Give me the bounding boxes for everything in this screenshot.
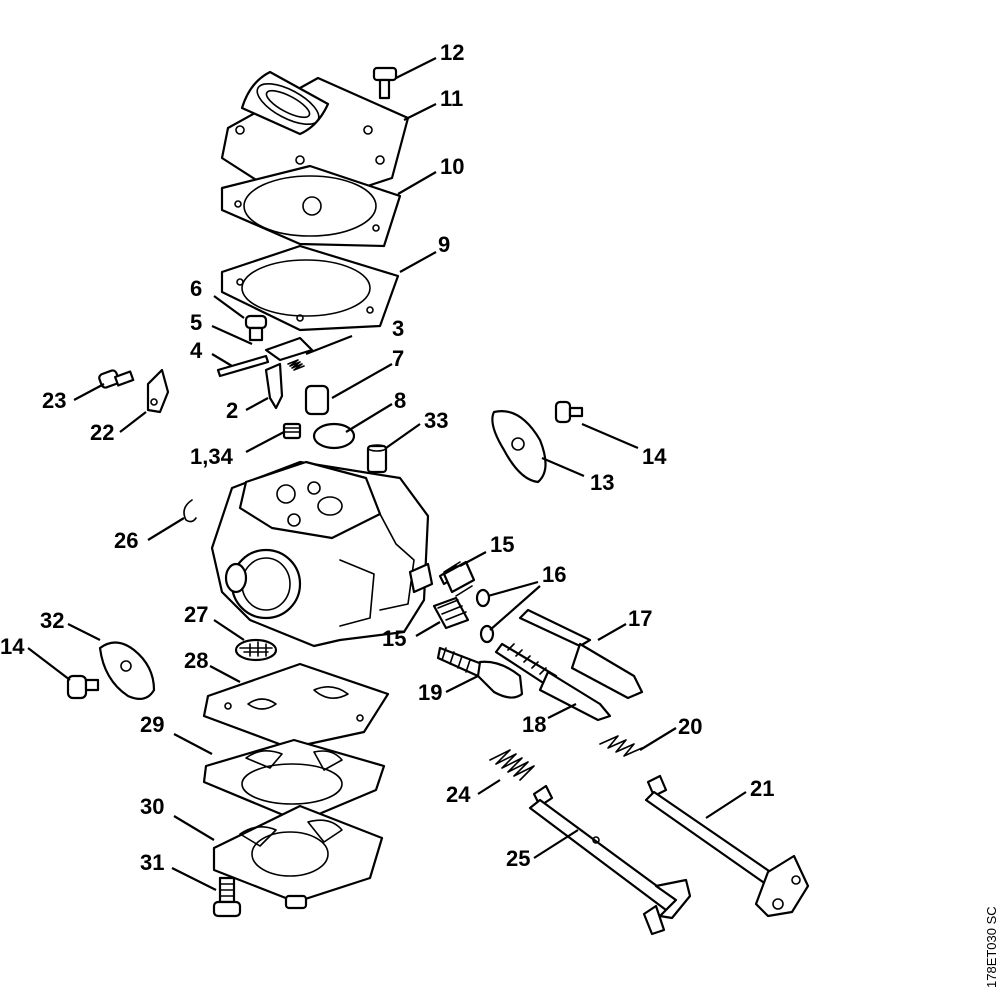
callout-21: 21 [750,776,774,801]
part-sleeve-33 [366,444,388,474]
callout-23: 23 [42,388,66,413]
callout-1-34: 1,34 [190,444,234,469]
callout-22: 22 [90,420,114,445]
part-throttle-shutter [491,410,547,484]
part-choke-shaft [528,784,692,936]
part-screw-31 [212,876,242,918]
callout-14-left: 14 [0,634,25,659]
callout-12: 12 [440,40,464,65]
part-inlet-needle [264,362,284,410]
drawing-reference-code: 178ET030 SC [984,906,999,988]
callout-5: 5 [190,310,202,335]
part-spring-15-upper [438,560,476,597]
part-spring-24 [489,749,535,781]
callout-25: 25 [506,846,530,871]
callout-9: 9 [438,232,450,257]
callout-26: 26 [114,528,138,553]
callout-31: 31 [140,850,164,875]
part-screw-14-left [66,674,100,700]
part-clip-26 [183,499,197,523]
callout-32: 32 [40,608,64,633]
callout-2: 2 [226,398,238,423]
part-choke-shutter [98,641,156,701]
callout-11: 11 [440,86,463,111]
callout-27: 27 [184,602,208,627]
callout-17: 17 [628,606,652,631]
callout-15-upper: 15 [490,532,514,557]
part-adjusting-screw-18 [494,642,612,722]
part-spindle [216,354,270,378]
part-strainer [234,638,278,662]
callout-20: 20 [678,714,702,739]
part-screw-12 [372,66,398,100]
callout-4: 4 [190,338,203,363]
callout-28: 28 [184,648,208,673]
part-throttle-shaft [644,774,810,918]
part-screw-6 [244,314,268,342]
callout-15-lower: 15 [382,626,406,651]
callout-24: 24 [446,782,471,807]
callout-18: 18 [522,712,546,737]
part-screw-14-right [554,400,584,424]
part-plug-7 [304,384,330,416]
callout-33: 33 [424,408,448,433]
part-metering-diaphragm [202,738,386,824]
callout-3: 3 [392,316,404,341]
callout-14-right: 14 [642,444,667,469]
part-inlet-control-lever [264,336,314,362]
leader-lines [27,57,747,891]
part-adjusting-screw-17 [518,608,644,700]
callout-6: 6 [190,276,202,301]
part-oring-16-upper [475,588,491,608]
part-pump-diaphragm [220,164,402,248]
part-spring-20 [599,735,643,757]
callout-29: 29 [140,712,164,737]
callout-19: 19 [418,680,442,705]
part-gasket-28 [202,662,390,750]
part-spring-7 [287,359,305,371]
part-screw-23 [98,369,135,389]
part-disc-8 [312,422,356,450]
part-metering-cover [212,804,384,910]
callout-30: 30 [140,794,164,819]
part-bracket-22 [146,368,170,414]
callout-10: 10 [440,154,464,179]
callout-7: 7 [392,346,404,371]
part-spring-15-lower [432,596,470,630]
callout-8: 8 [394,388,406,413]
callout-labels: 12 11 10 9 6 5 3 4 7 23 22 2 8 33 1,34 1… [0,40,774,875]
part-gasket-9 [220,244,400,332]
callout-16: 16 [542,562,566,587]
callout-13: 13 [590,470,614,495]
part-jet-1-34 [282,422,302,440]
part-carburetor-body [210,460,434,648]
